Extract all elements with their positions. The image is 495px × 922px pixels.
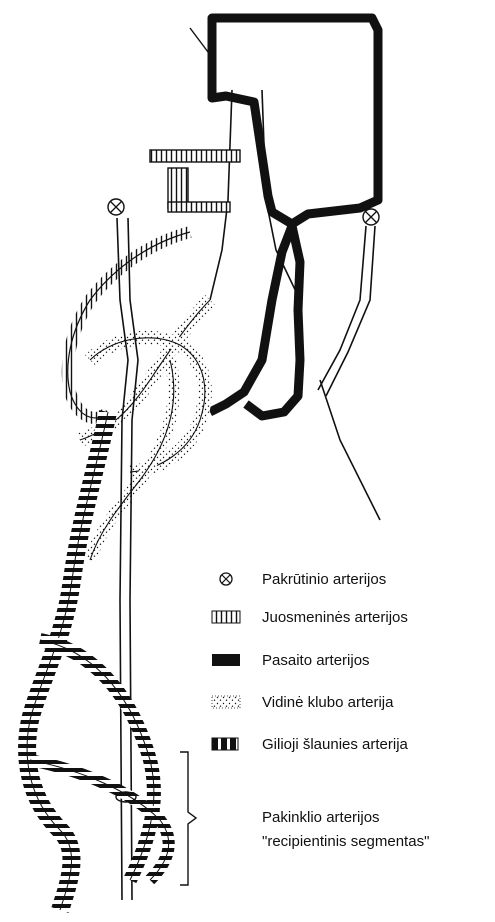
legend-label-internal-iliac: Vidinė klubo arterija [262,694,394,711]
thoracic-origin-left [108,199,124,215]
legend-label-thoracic: Pakrūtinio arterijos [262,571,386,588]
dotted-fill-icon [212,696,240,708]
brace-label-line1: Pakinklio arterijos [262,809,380,826]
block-stripe-icon [212,738,238,750]
legend-item-lumbar: Juosmeninės arterijos [212,609,408,626]
deep-femoral-artery [27,412,169,910]
segment-brace [180,752,196,885]
legend-label-epigastric: Pasaito arterijos [262,652,370,669]
legend-item-internal-iliac: Vidinė klubo arterija [212,694,394,711]
brace-label-line2: "recipientinis segmentas" [262,833,429,850]
vertical-hatch-icon [212,611,240,623]
legend-item-epigastric: Pasaito arterijos [212,652,370,669]
solid-black-icon [212,654,240,666]
thoracic-origin-right [363,209,379,225]
epigastric-arteries [190,18,378,416]
legend-label-lumbar: Juosmeninės arterijos [262,609,408,626]
legend-label-deep-femoral: Gilioji šlaunies arterija [262,736,409,753]
legend: Pakrūtinio arterijos Juosmeninės arterij… [212,571,409,753]
legend-item-thoracic: Pakrūtinio arterijos [220,571,386,588]
legend-item-deep-femoral: Gilioji šlaunies arterija [212,736,409,753]
